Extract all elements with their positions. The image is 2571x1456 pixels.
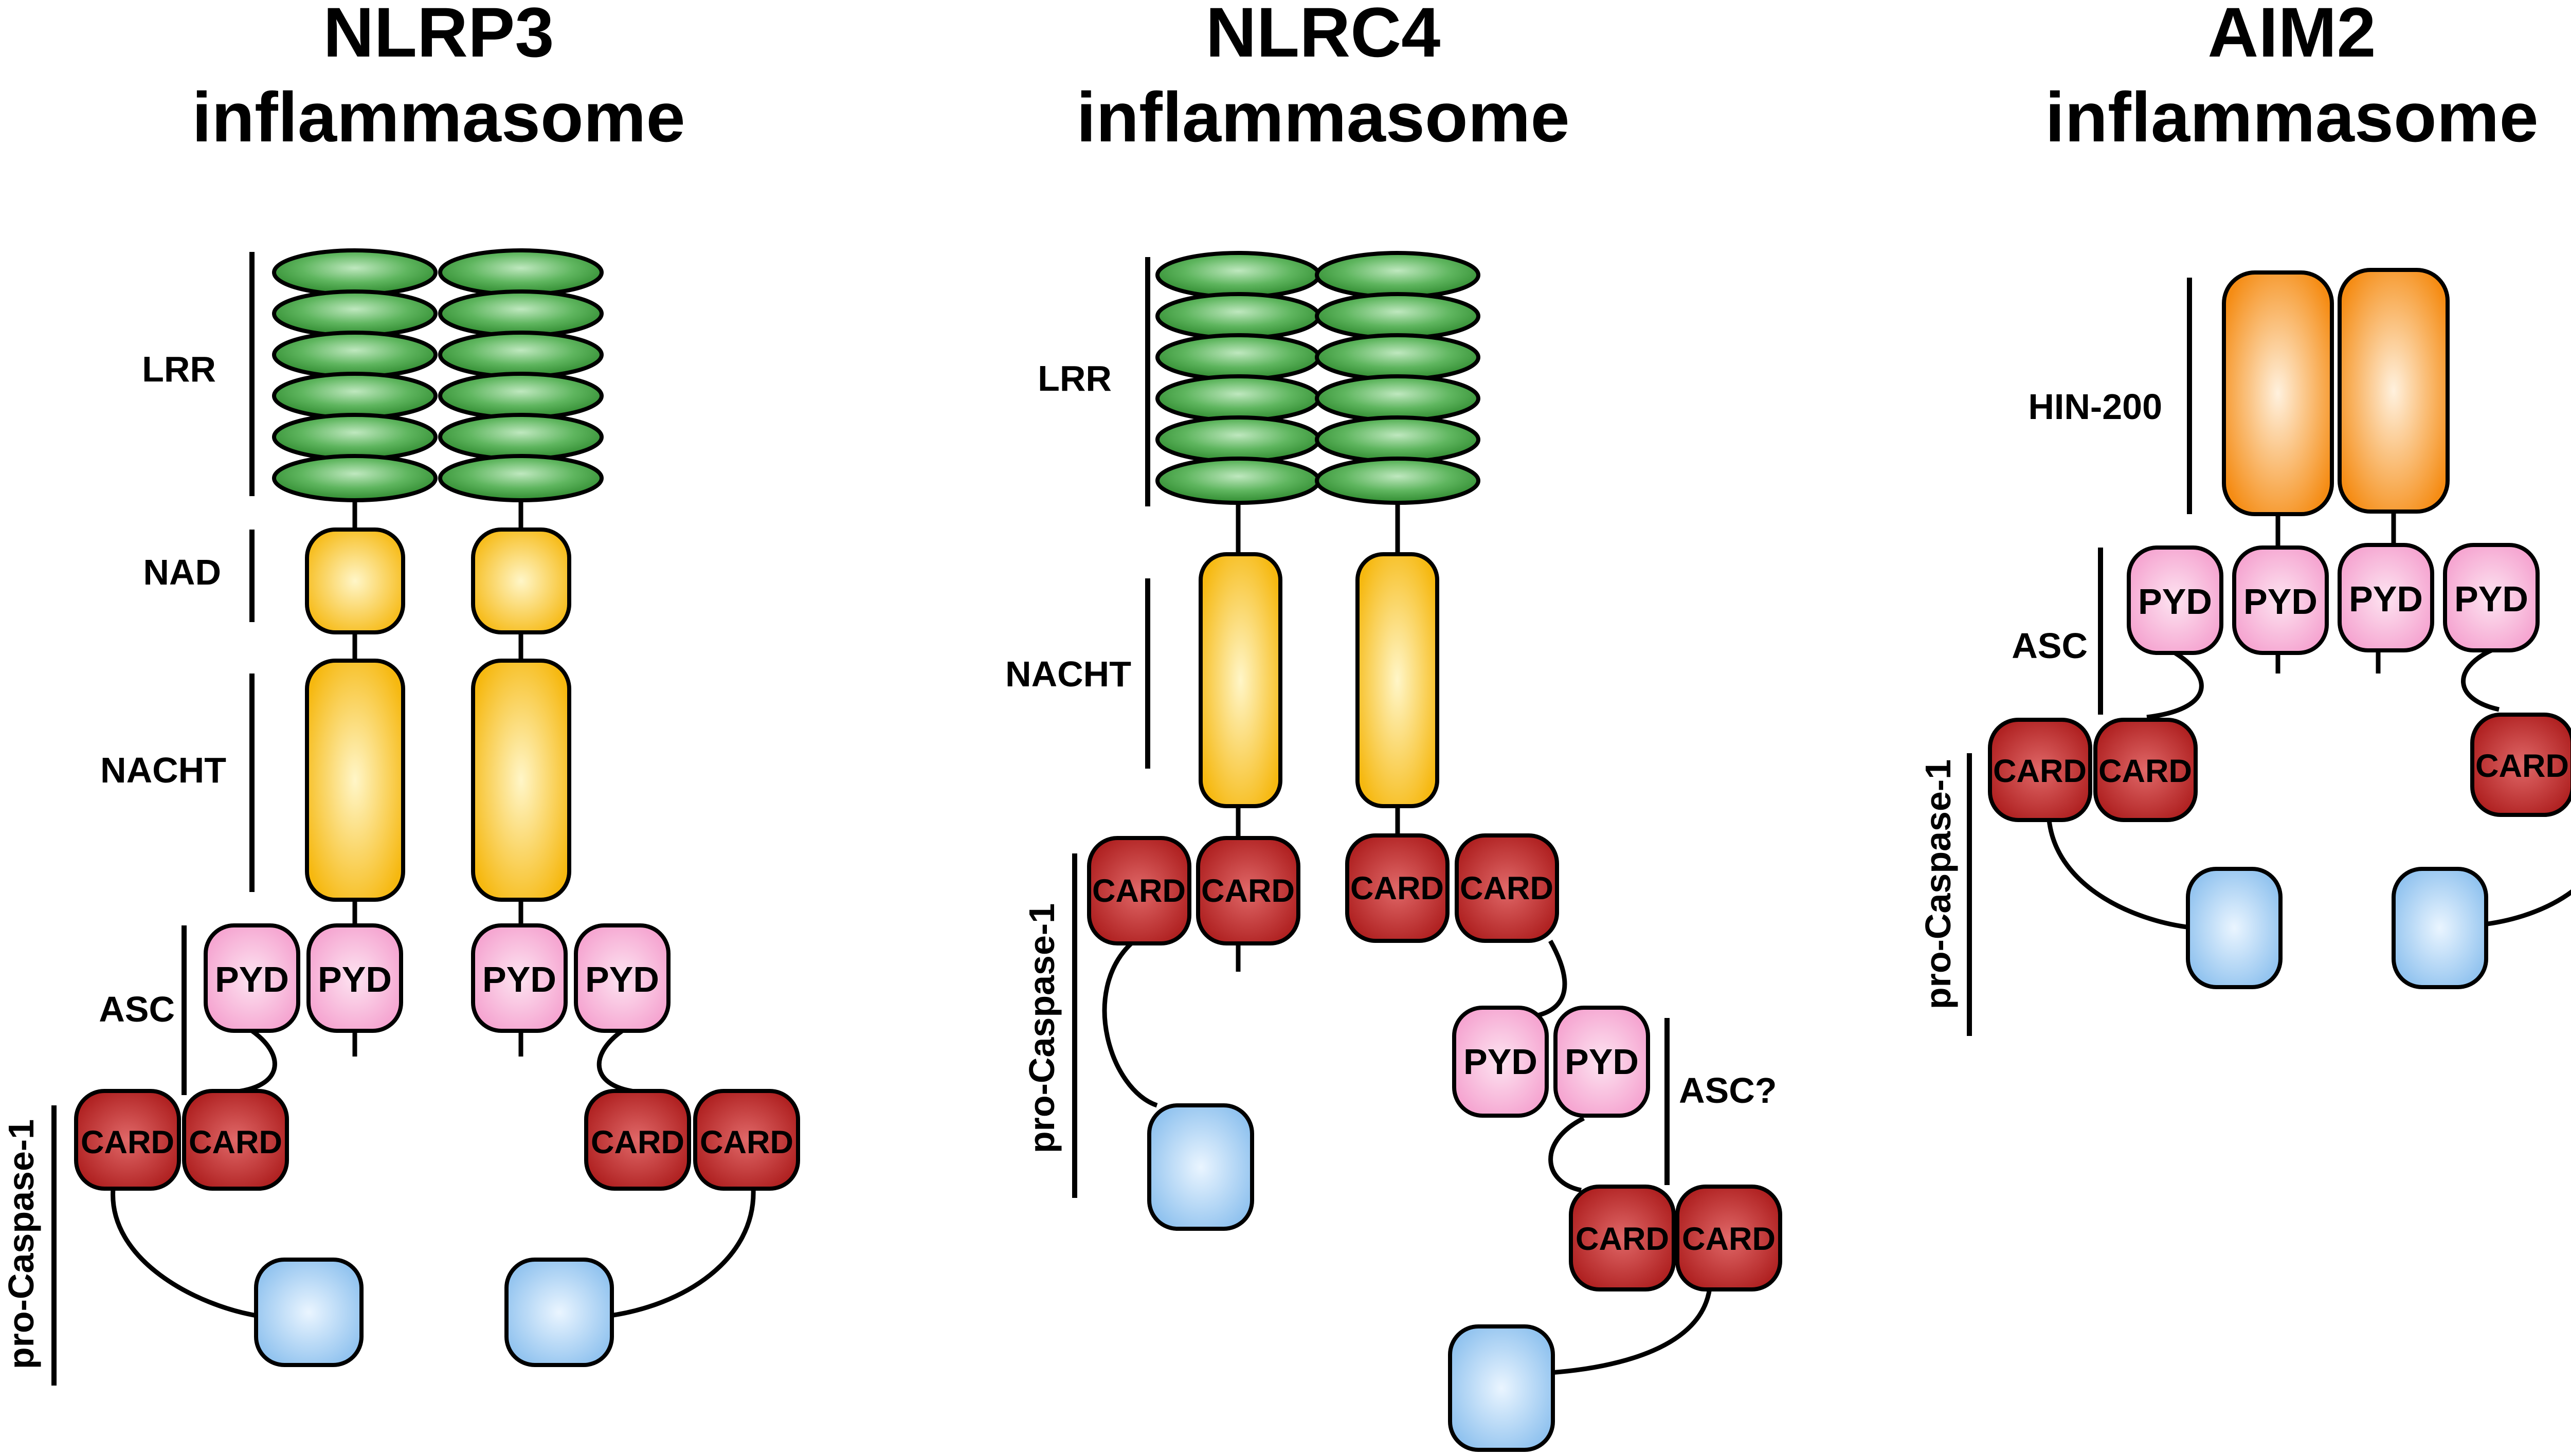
nlrc4-nacht-left bbox=[1199, 552, 1282, 808]
nlrp3-subtitle: inflammasome bbox=[192, 78, 685, 157]
nlrp3-nacht-right bbox=[471, 659, 571, 902]
nlrp3-asc-pyd-right-outer: PYD bbox=[585, 959, 659, 999]
nlrp3-pro-caspase-label: pro-Caspase-1 bbox=[1, 1119, 41, 1369]
nlrp3-nad-right bbox=[471, 527, 571, 634]
nlrp3-caspase-left bbox=[254, 1258, 364, 1367]
nlrc4-panel: CARD CARD CARD CARD PYD PYD CARD CARD LR… bbox=[1005, 251, 1782, 1452]
nlrc4-lrr-label: LRR bbox=[1038, 358, 1112, 398]
nlrc4-asc-pyd-right: PYD bbox=[1565, 1042, 1639, 1082]
nlrc4-asc-question-label: ASC? bbox=[1679, 1070, 1777, 1111]
aim2-asc-label: ASC bbox=[2012, 626, 2088, 666]
nlrp3-nad-left bbox=[305, 527, 405, 634]
aim2-subtitle: inflammasome bbox=[2045, 78, 2538, 157]
nlrp3-panel: PYD PYD PYD PYD CARD CARD CARD CARD LRR bbox=[1, 248, 800, 1386]
nlrc4-caspase-card-left: CARD bbox=[1092, 873, 1186, 909]
nlrp3-asc-label: ASC bbox=[99, 989, 175, 1029]
aim2-hin200-label: HIN-200 bbox=[2028, 387, 2162, 427]
nlrc4-asc-card-bottom: CARD bbox=[1576, 1221, 1669, 1257]
nlrc4-caspase-right bbox=[1448, 1324, 1555, 1452]
nlrc4-lrr-left bbox=[1155, 251, 1321, 505]
nlrp3-caspase-card-left: CARD bbox=[81, 1124, 174, 1160]
nlrp3-asc-card-left: CARD bbox=[189, 1124, 282, 1160]
nlrc4-title: NLRC4 bbox=[1206, 0, 1441, 72]
aim2-caspase-left bbox=[2186, 867, 2283, 989]
nlrp3-asc-pyd-left-outer: PYD bbox=[215, 959, 289, 999]
nlrp3-title: NLRP3 bbox=[323, 0, 554, 72]
nlrc4-asc-pyd-left: PYD bbox=[1463, 1042, 1537, 1082]
aim2-caspase-right bbox=[2392, 867, 2488, 989]
nlrp3-nlrp3-pyd-left: PYD bbox=[318, 959, 392, 999]
aim2-title: AIM2 bbox=[2207, 0, 2376, 72]
nlrc4-caspase-left bbox=[1147, 1103, 1254, 1231]
nlrc4-nlrc4-card-right: CARD bbox=[1350, 870, 1444, 906]
nlrp3-lrr-left bbox=[272, 248, 438, 502]
nlrp3-caspase-card-right: CARD bbox=[700, 1124, 793, 1160]
nlrc4-nacht-right bbox=[1355, 552, 1439, 808]
nlrp3-caspase-right bbox=[504, 1258, 614, 1367]
nlrc4-nlrc4-card-left: CARD bbox=[1201, 873, 1295, 909]
nlrp3-nacht-label: NACHT bbox=[100, 750, 226, 790]
aim2-asc-card-right: CARD bbox=[2475, 748, 2569, 784]
nlrp3-lrr-right bbox=[438, 248, 604, 502]
nlrc4-asc-card-top: CARD bbox=[1460, 870, 1553, 906]
aim2-asc-pyd-right: PYD bbox=[2454, 579, 2528, 619]
nlrc4-lrr-right bbox=[1315, 251, 1480, 505]
aim2-hin200-right bbox=[2338, 268, 2450, 514]
nlrp3-asc-card-right: CARD bbox=[591, 1124, 684, 1160]
aim2-panel: PYD PYD PYD PYD CARD CARD CARD CARD HIN-… bbox=[1918, 268, 2571, 1036]
aim2-asc-card-left: CARD bbox=[2098, 753, 2192, 789]
nlrc4-nacht-label: NACHT bbox=[1005, 654, 1131, 694]
aim2-pro-caspase-label: pro-Caspase-1 bbox=[1918, 759, 1958, 1009]
nlrc4-caspase-card-bottom: CARD bbox=[1682, 1221, 1776, 1257]
aim2-asc-pyd-left: PYD bbox=[2138, 581, 2212, 622]
nlrc4-subtitle: inflammasome bbox=[1076, 78, 1569, 157]
aim2-hin200-left bbox=[2222, 270, 2334, 516]
aim2-aim2-pyd-left: PYD bbox=[2243, 581, 2317, 622]
nlrp3-nad-label: NAD bbox=[143, 552, 221, 592]
aim2-aim2-pyd-right: PYD bbox=[2349, 579, 2423, 619]
aim2-caspase-card-left: CARD bbox=[1993, 753, 2087, 789]
nlrp3-nlrp3-pyd-right: PYD bbox=[482, 959, 556, 999]
nlrp3-nacht-left bbox=[305, 659, 405, 902]
nlrc4-pro-caspase-label: pro-Caspase-1 bbox=[1022, 903, 1062, 1153]
nlrp3-lrr-label: LRR bbox=[142, 349, 216, 389]
